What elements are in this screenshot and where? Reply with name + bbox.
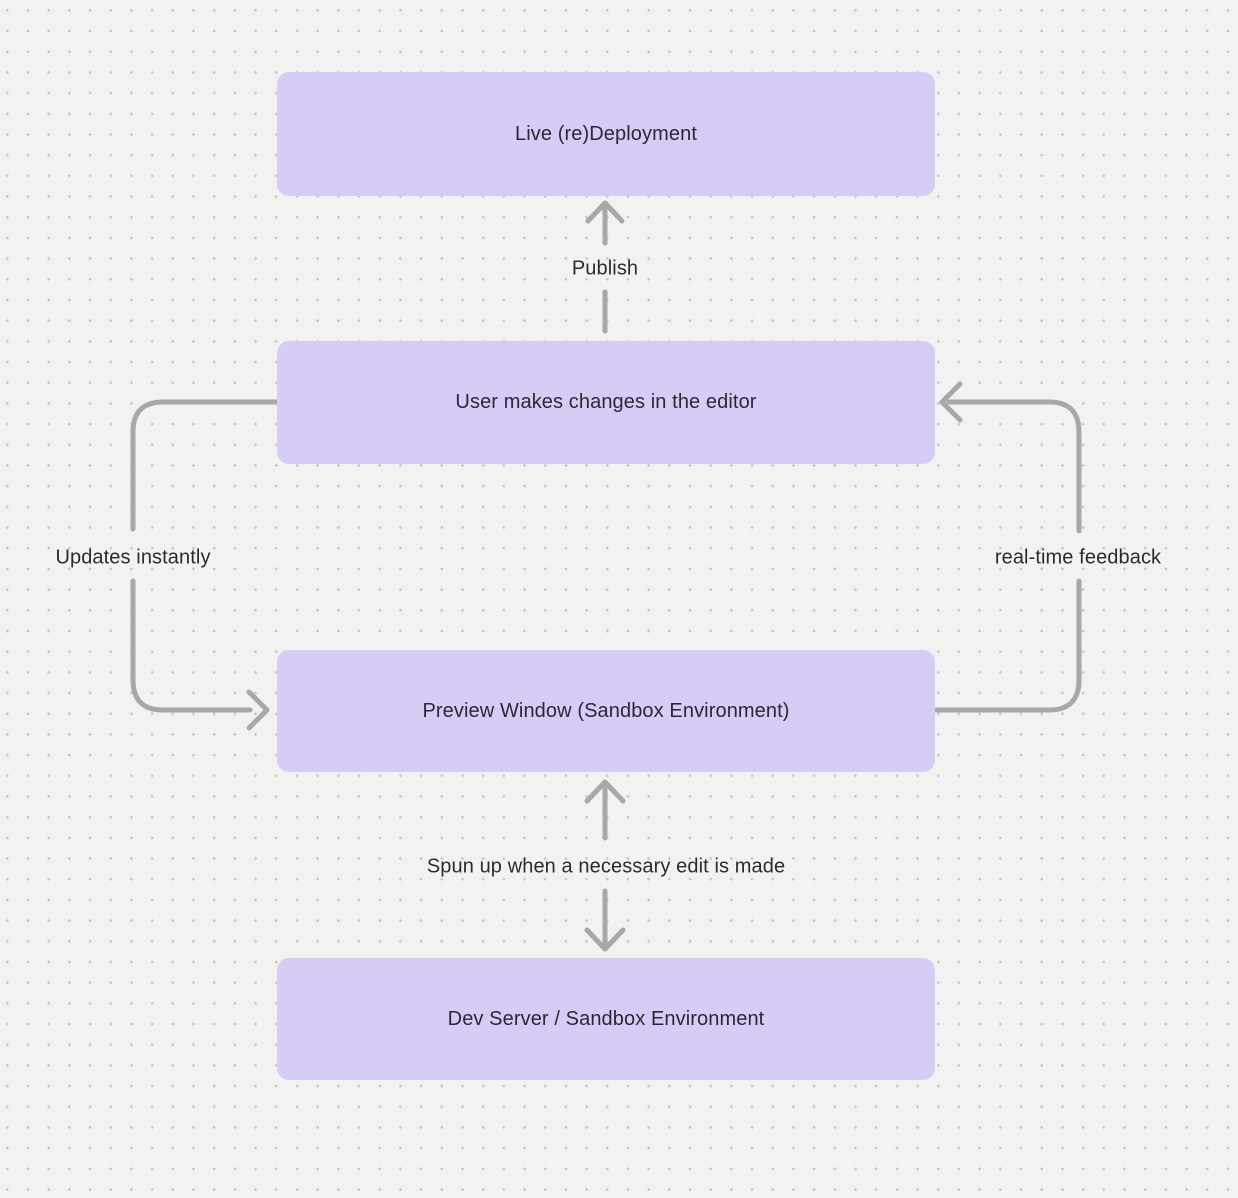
node-user-editor-label: User makes changes in the editor xyxy=(455,391,757,413)
edge-feedback-line-upper[interactable] xyxy=(946,399,1082,534)
edge-updates-line-lower[interactable] xyxy=(130,578,253,713)
edge-updates-line-upper[interactable] xyxy=(130,399,280,532)
edge-label-spun-up: Spun up when a necessary edit is made xyxy=(426,855,786,878)
node-preview-window[interactable]: Preview Window (Sandbox Environment) xyxy=(277,650,935,772)
edge-real-time-feedback[interactable] xyxy=(932,381,1082,713)
edge-spun-up[interactable] xyxy=(584,779,626,952)
edge-updates-instantly[interactable] xyxy=(130,399,280,731)
node-preview-window-label: Preview Window (Sandbox Environment) xyxy=(422,699,790,722)
node-live-redeployment[interactable]: Live (re)Deployment xyxy=(277,72,935,196)
node-user-editor[interactable]: User makes changes in the editor xyxy=(277,341,935,464)
arrowhead-down-icon xyxy=(584,927,626,952)
edge-publish[interactable] xyxy=(585,200,625,334)
arrowhead-left-icon xyxy=(939,381,963,423)
node-live-redeployment-label: Live (re)Deployment xyxy=(515,122,697,145)
arrowhead-right-icon xyxy=(246,689,270,731)
edge-label-real-time-feedback: real-time feedback xyxy=(994,546,1162,569)
arrowhead-up-icon xyxy=(585,200,625,224)
node-dev-server-label: Dev Server / Sandbox Environment xyxy=(447,1007,765,1030)
edge-feedback-line-lower[interactable] xyxy=(932,578,1082,713)
edge-label-publish: Publish xyxy=(571,257,639,280)
node-dev-server[interactable]: Dev Server / Sandbox Environment xyxy=(277,958,935,1080)
arrowhead-up-icon xyxy=(584,779,626,804)
edge-label-updates-instantly: Updates instantly xyxy=(55,546,211,569)
